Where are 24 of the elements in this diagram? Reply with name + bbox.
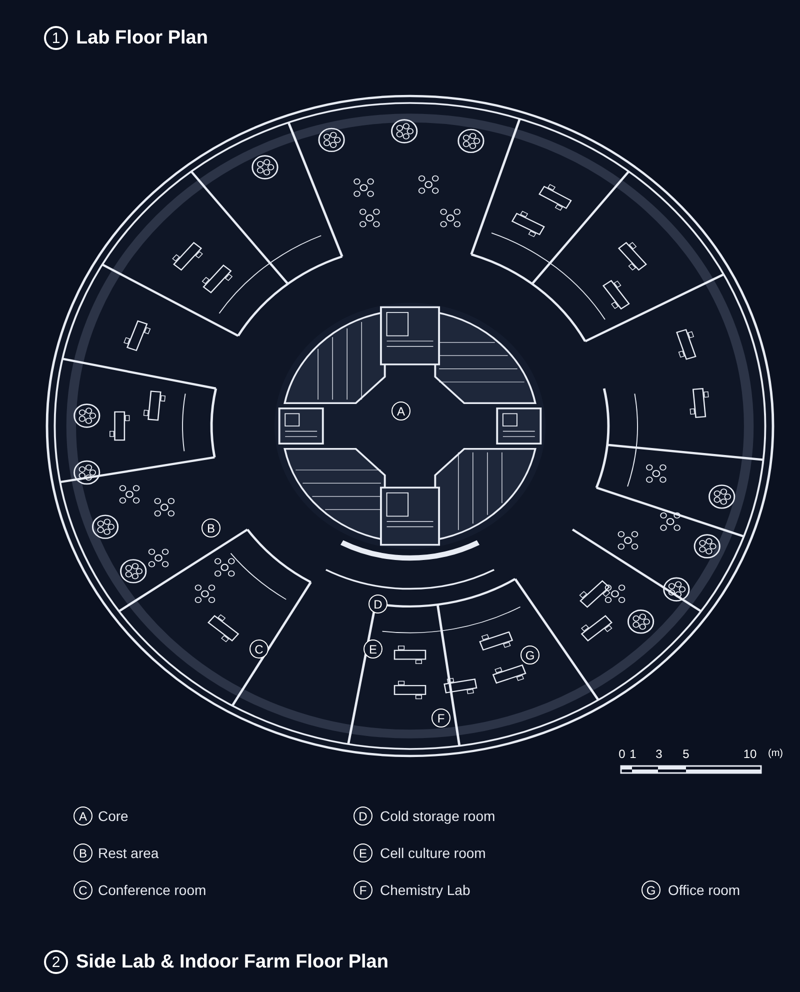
scale-tick-label: 3	[656, 748, 662, 760]
legend-text: Core	[98, 809, 128, 823]
scale-tick-label: 1	[630, 748, 636, 760]
circled-letter: G	[642, 880, 660, 900]
circled-number: 1	[44, 26, 68, 50]
section-heading: Side Lab & Indoor Farm Floor Plan	[76, 952, 388, 972]
circled-letter: B	[74, 844, 92, 862]
legend-text: Cold storage room	[380, 809, 496, 823]
circled-letter: F	[354, 880, 372, 900]
legend-text: Conference room	[98, 883, 206, 897]
legend-text: Rest area	[98, 846, 159, 860]
legend-text: Office room	[668, 883, 740, 897]
scale-tick-label: 10	[743, 748, 757, 760]
legend-text: Cell culture room	[380, 846, 486, 860]
scale-unit: (m)	[768, 749, 783, 759]
circled-letter: A	[74, 806, 92, 826]
legend-text: Chemistry Lab	[380, 883, 470, 897]
scale-tick-label: 5	[682, 748, 690, 760]
circled-letter: C	[74, 880, 92, 900]
circled-number: 2	[44, 950, 68, 974]
scale-tick-label: 0	[618, 748, 626, 760]
circled-letter: D	[354, 806, 372, 826]
circled-letter: E	[354, 844, 372, 862]
title: Lab Floor Plan	[76, 28, 208, 48]
